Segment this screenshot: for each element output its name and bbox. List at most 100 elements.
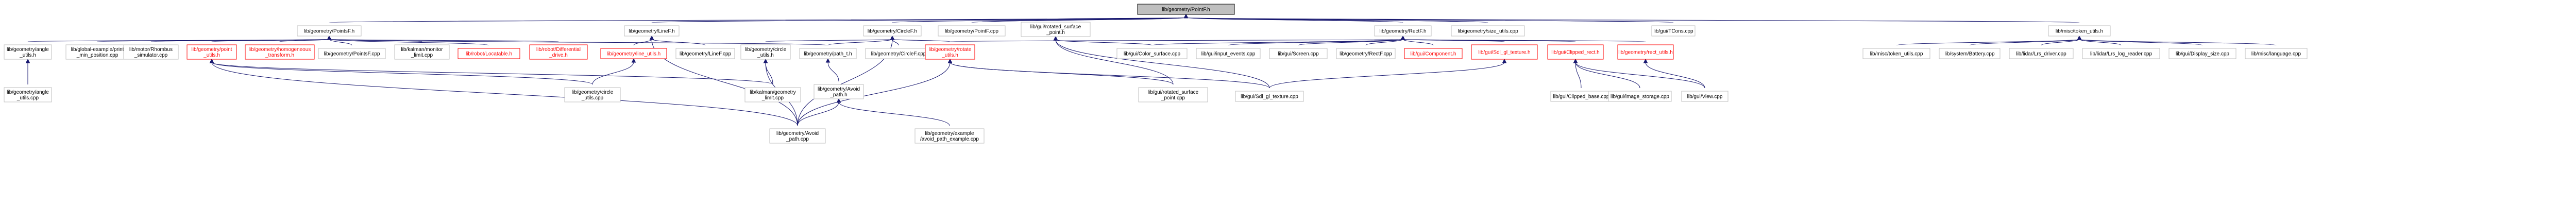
file-node-label: lib/geometry/circle bbox=[572, 90, 614, 95]
file-node-pointsFcpp[interactable]: lib/geometry/PointsF.cpp bbox=[318, 48, 386, 59]
file-node-viewcpp[interactable]: lib/gui/View.cpp bbox=[1681, 91, 1728, 102]
file-node-label: lib/gui/rotated_surface bbox=[1030, 24, 1081, 30]
file-node-label: lib/gui/rotated_surface bbox=[1148, 90, 1199, 95]
file-node-sdltexcpp[interactable]: lib/gui/Sdl_gl_texture.cpp bbox=[1235, 91, 1304, 102]
file-node-kalmangeom[interactable]: lib/kalman/geometry_limit.cpp bbox=[744, 87, 801, 102]
file-node-circleutils[interactable]: lib/geometry/circle_utils.h bbox=[740, 44, 791, 60]
file-node-label: lib/geometry/LineF.h bbox=[629, 29, 675, 35]
file-node-token[interactable]: lib/misc/token_utils.h bbox=[2048, 25, 2111, 37]
file-node-rotsurfcpp[interactable]: lib/gui/rotated_surface_point.cpp bbox=[1138, 87, 1208, 102]
dependency-edge bbox=[592, 58, 636, 85]
file-node-angle[interactable]: lib/geometry/angle_utils.h bbox=[4, 44, 52, 60]
file-node-globalex[interactable]: lib/global-example/print_min_position.cp… bbox=[65, 44, 129, 60]
file-node-label: lib/geometry/PointsF.cpp bbox=[324, 52, 380, 57]
file-node-lineFcpp[interactable]: lib/geometry/LineF.cpp bbox=[675, 48, 735, 59]
file-node-label: lib/kalman/monitor bbox=[401, 47, 443, 53]
file-node-label: lib/geometry/CircleF.cpp bbox=[871, 52, 926, 57]
file-node-label: lib/robot/Differential bbox=[536, 47, 581, 53]
file-node-avoid[interactable]: lib/geometry/Avoid_path.h bbox=[814, 84, 864, 99]
file-node-label: lib/geometry/rect_utils.h bbox=[1618, 50, 1673, 56]
dependency-edge bbox=[1228, 35, 1405, 46]
file-node-kalman[interactable]: lib/kalman/monitor_limit.cpp bbox=[394, 44, 450, 60]
file-node-diffdrive[interactable]: lib/robot/Differential_drive.h bbox=[529, 44, 588, 60]
file-node-rhombus[interactable]: lib/motor/Rhombus_simulator.cpp bbox=[123, 44, 179, 60]
file-node-circleF[interactable]: lib/geometry/CircleF.h bbox=[863, 25, 922, 37]
file-node-battery[interactable]: lib/system/Battery.cpp bbox=[1939, 48, 2001, 59]
file-node-label: lib/gui/Sdl_gl_texture.cpp bbox=[1241, 94, 1298, 100]
dependency-edge bbox=[1643, 58, 1705, 89]
file-node-label: _point.h bbox=[1046, 30, 1065, 36]
file-node-label: _limit.cpp bbox=[761, 95, 784, 101]
file-node-label: lib/global-example/print bbox=[71, 47, 124, 53]
file-node-pointFcpp[interactable]: lib/geometry/PointF.cpp bbox=[938, 25, 1006, 37]
dependency-edge bbox=[209, 58, 798, 126]
dependency-edge bbox=[890, 35, 951, 42]
file-node-component[interactable]: lib/gui/Component.h bbox=[1404, 48, 1463, 59]
file-node-clipbase[interactable]: lib/gui/Clipped_base.cpp bbox=[1550, 91, 1612, 102]
file-node-label: lib/misc/token_utils.cpp bbox=[1870, 52, 1923, 57]
dependency-edge bbox=[1183, 13, 2080, 23]
file-node-tcons[interactable]: lib/gui/TCons.cpp bbox=[1651, 25, 1696, 37]
file-node-rotateutils[interactable]: lib/geometry/rotate_utils.h bbox=[925, 44, 975, 60]
file-node-label: _simulator.cpp bbox=[134, 53, 168, 58]
file-node-label: lib/lidar/Lrs_log_reader.cpp bbox=[2090, 52, 2153, 57]
file-node-language[interactable]: lib/misc/language.cpp bbox=[2245, 48, 2308, 59]
dependency-edge bbox=[1573, 58, 1705, 89]
file-node-screen[interactable]: lib/gui/Screen.cpp bbox=[1269, 48, 1328, 59]
file-node-label: lib/geometry/path_t.h bbox=[804, 52, 852, 57]
dependency-edge bbox=[209, 58, 773, 85]
dependency-edge bbox=[649, 35, 706, 46]
dependency-edge bbox=[1573, 58, 1640, 89]
file-node-example[interactable]: lib/geometry/example/avoid_path_example.… bbox=[914, 128, 985, 144]
file-node-label: lib/geometry/angle bbox=[7, 47, 49, 53]
file-node-label: lib/gui/TCons.cpp bbox=[1653, 29, 1693, 35]
dependency-edge bbox=[1269, 58, 1507, 89]
file-node-locatable[interactable]: lib/robot/Locatable.h bbox=[457, 48, 520, 59]
file-node-rectFcpp[interactable]: lib/geometry/RectF.cpp bbox=[1336, 48, 1396, 59]
file-node-lineutils[interactable]: lib/geometry/line_utils.h bbox=[600, 48, 667, 59]
file-node-lineF[interactable]: lib/geometry/LineF.h bbox=[624, 25, 680, 37]
file-node-rectutils[interactable]: lib/geometry/rect_utils.h bbox=[1617, 44, 1674, 60]
file-node-pointutils[interactable]: lib/geometry/point_utils.h bbox=[187, 44, 237, 60]
file-node-lrsrec[interactable]: lib/lidar/Lrs_log_reader.cpp bbox=[2082, 48, 2160, 59]
file-node-angleutils[interactable]: lib/geometry/angle_utils.cpp bbox=[4, 87, 52, 102]
file-node-circleucpp[interactable]: lib/geometry/circle_utils.cpp bbox=[564, 87, 621, 102]
file-node-label: lib/geometry/line_utils.h bbox=[607, 52, 661, 57]
file-node-lrsdrive[interactable]: lib/lidar/Lrs_driver.cpp bbox=[2009, 48, 2074, 59]
dependency-edge bbox=[209, 58, 593, 85]
file-node-label: _limit.cpp bbox=[411, 53, 433, 58]
file-node-label: lib/geometry/example bbox=[925, 131, 974, 136]
file-node-label: _utils.h bbox=[203, 53, 220, 58]
file-node-label: lib/geometry/RectF.h bbox=[1379, 29, 1426, 35]
file-node-rectF[interactable]: lib/geometry/RectF.h bbox=[1374, 25, 1432, 37]
file-node-label: _utils.cpp bbox=[581, 95, 604, 101]
file-node-label: lib/misc/language.cpp bbox=[2251, 52, 2301, 57]
file-node-imgstore[interactable]: lib/gui/image_storage.cpp bbox=[1608, 91, 1672, 102]
file-node-label: _path.cpp bbox=[786, 136, 809, 142]
file-node-pointsF[interactable]: lib/geometry/PointsF.h bbox=[297, 25, 362, 37]
file-node-tokencpp[interactable]: lib/misc/token_utils.cpp bbox=[1862, 48, 1930, 59]
file-node-label: lib/lidar/Lrs_driver.cpp bbox=[2016, 52, 2066, 57]
dependency-edge bbox=[279, 35, 332, 42]
file-node-path[interactable]: lib/geometry/path_t.h bbox=[799, 48, 857, 59]
file-node-inputev[interactable]: lib/gui/input_events.cpp bbox=[1196, 48, 1261, 59]
file-node-circleFcpp[interactable]: lib/geometry/CircleF.cpp bbox=[865, 48, 932, 59]
file-node-homog[interactable]: lib/geometry/homogeneous_transform.h bbox=[245, 44, 315, 60]
file-node-label: lib/geometry/PointsF.h bbox=[304, 29, 354, 35]
file-node-label: lib/geometry/PointF.cpp bbox=[945, 29, 998, 35]
file-node-sizeutils[interactable]: lib/geometry/size_utils.cpp bbox=[1451, 25, 1525, 37]
dependency-edge bbox=[1298, 35, 1405, 46]
dependency-edge bbox=[1573, 58, 1582, 89]
file-node-colorsurf[interactable]: lib/gui/Color_surface.cpp bbox=[1116, 48, 1188, 59]
file-node-sdltex[interactable]: lib/gui/Sdl_gl_texture.h bbox=[1471, 44, 1538, 60]
file-node-clipped[interactable]: lib/gui/Clipped_rect.h bbox=[1547, 44, 1604, 60]
file-node-root[interactable]: lib/geometry/PointF.h bbox=[1137, 4, 1235, 15]
file-node-rotsurf[interactable]: lib/gui/rotated_surface_point.h bbox=[1021, 22, 1091, 37]
file-node-avoidcpp[interactable]: lib/geometry/Avoid_path.cpp bbox=[769, 128, 826, 144]
file-node-label: _utils.h bbox=[19, 53, 36, 58]
dependency-edge bbox=[1400, 35, 1505, 42]
file-node-display[interactable]: lib/gui/Display_size.cpp bbox=[2168, 48, 2236, 59]
file-node-label: lib/geometry/Avoid bbox=[776, 131, 819, 136]
file-node-label: lib/gui/image_storage.cpp bbox=[1611, 94, 1669, 100]
